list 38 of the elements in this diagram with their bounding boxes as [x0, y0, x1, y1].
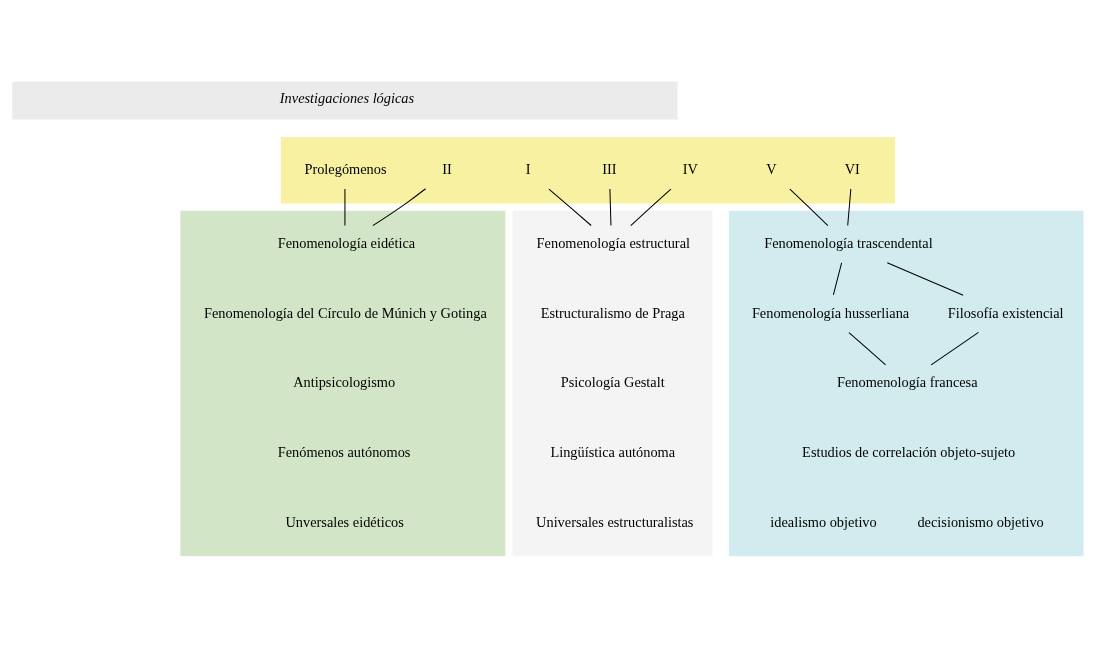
connector	[847, 188, 852, 226]
node-text: decisionismo objetivo	[917, 513, 1044, 530]
node-text: Fenomenología estructural	[536, 234, 690, 251]
connector	[848, 331, 887, 365]
cluster	[280, 136, 895, 204]
connector	[548, 188, 592, 226]
node-text: idealismo objetivo	[770, 513, 877, 530]
node-text: Universales estructuralistas	[536, 513, 694, 530]
node-text: Estudios de correlación objeto-sujeto	[802, 443, 1016, 460]
node-text: Fenomenología husserliana	[751, 304, 910, 321]
node-text: Psicología Gestalt	[560, 373, 665, 390]
connector	[789, 188, 829, 226]
node-text: Fenómenos autónomos	[277, 443, 411, 460]
node-text: Fenomenología francesa	[836, 373, 978, 390]
node-text: V	[766, 160, 777, 177]
connector	[930, 331, 979, 365]
node-text: III	[602, 160, 617, 177]
node-text: Unversales eidéticos	[285, 513, 404, 530]
node-text: Estructuralismo de Praga	[540, 304, 685, 321]
node-text: Fenomenología eidética	[277, 234, 416, 251]
node-text: Fenomenología del Círculo de Múnich y Gotinga	[203, 304, 487, 321]
cluster	[180, 210, 506, 556]
node-text: Lingüística autónoma	[550, 443, 676, 460]
node-text: I	[525, 160, 531, 177]
connector	[609, 188, 612, 226]
node-text: Antipsicologismo	[293, 373, 396, 390]
connector	[832, 261, 843, 295]
node-text: Prolegómenos	[304, 160, 387, 177]
node-text: Fenomenología trascendental	[764, 234, 933, 251]
node-text: VI	[844, 160, 860, 177]
node-text: IV	[682, 160, 698, 177]
cluster	[512, 210, 713, 556]
node-text: Filosofía existencial	[947, 304, 1064, 321]
cluster	[728, 210, 1084, 556]
connector	[886, 261, 964, 296]
connector	[630, 188, 672, 226]
node-text: II	[442, 160, 452, 177]
connector	[372, 187, 427, 226]
